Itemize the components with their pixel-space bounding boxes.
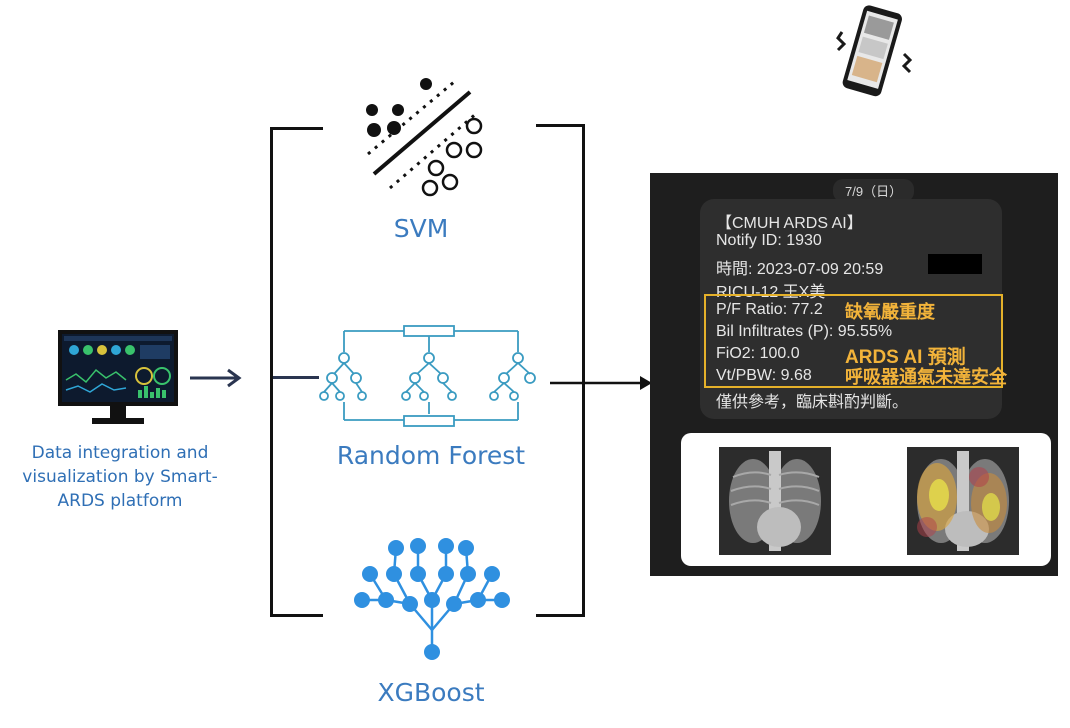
left-bracket [270, 127, 323, 617]
random-forest-label: Random Forest [336, 441, 526, 470]
ards-prediction-label: ARDS AI 預測 [845, 347, 966, 368]
right-bracket [536, 124, 585, 617]
message-bubble [700, 199, 1002, 419]
input-arrow-icon [188, 368, 244, 388]
message-footer: 僅供參考，臨床斟酌判斷。 [716, 394, 909, 411]
vt-pbw: Vt/PBW: 9.68 [716, 367, 812, 384]
pf-severity-label: 缺氧嚴重度 [845, 302, 935, 322]
highlight-box [704, 294, 1003, 388]
random-forest-icon [318, 322, 542, 432]
fio2-value: FiO2: 100.0 [716, 345, 800, 362]
ventilation-warning: 呼吸器通氣未達安全 [845, 367, 1007, 387]
notify-id: Notify ID: 1930 [716, 232, 822, 249]
heatmap-xray-image [907, 447, 1019, 555]
chest-xray-image [719, 447, 831, 555]
svm-label: SVM [393, 214, 449, 243]
message-title: 【CMUH ARDS AI】 [716, 215, 863, 232]
bil-infiltrates: Bil Infiltrates (P): 95.55% [716, 323, 893, 340]
xgboost-tree-icon [352, 534, 512, 660]
patient-id: RICU-12 王X美 [716, 284, 826, 301]
model-input-line [273, 376, 319, 379]
chat-date: 7/9（日） [833, 179, 915, 202]
output-arrow-icon [550, 372, 654, 394]
svm-hyperplane-icon [360, 78, 490, 200]
platform-caption: Data integration and visualization by Sm… [22, 443, 218, 511]
line-notification-screenshot: 7/9（日） 【CMUH ARDS AI】 Notify ID: 1930 時間… [650, 173, 1058, 576]
dashboard-monitor-icon [58, 330, 178, 430]
redaction-bar [928, 254, 982, 274]
pf-ratio: P/F Ratio: 77.2 [716, 301, 823, 318]
notify-time: 時間: 2023-07-09 20:59 [716, 261, 884, 278]
xgboost-label: XGBoost [377, 678, 485, 707]
phone-vibrate-icon [830, 2, 916, 102]
xray-image-card [681, 433, 1051, 566]
